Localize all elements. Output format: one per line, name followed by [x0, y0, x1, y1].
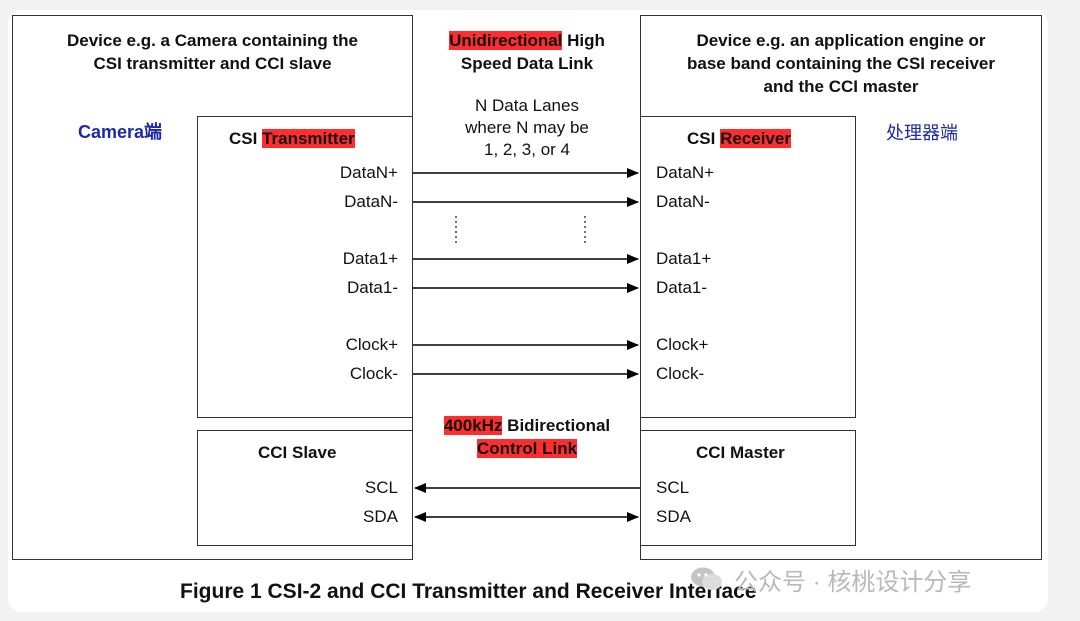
csi-transmitter-title: CSI Transmitter — [229, 129, 355, 148]
cci-master-title: CCI Master — [696, 443, 785, 462]
tx-signal-data1-minus: Data1- — [346, 278, 398, 297]
left-device-title: Device e.g. a Camera containing the CSI … — [67, 31, 358, 73]
cci-master-box — [640, 430, 856, 546]
cci-slave-title: CCI Slave — [258, 443, 337, 462]
tx-signal-clock-minus: Clock- — [349, 364, 398, 383]
high-speed-link-label: Unidirectional High Speed Data Link — [449, 31, 605, 73]
wechat-icon — [690, 566, 724, 592]
tx-signal-datan-minus: DataN- — [344, 192, 398, 211]
master-signal-sda: SDA — [656, 507, 691, 526]
rx-signal-clock-minus: Clock- — [656, 364, 705, 383]
control-link-label: 400kHz Bidirectional Control Link — [443, 416, 611, 458]
rx-signal-data1-minus: Data1- — [656, 278, 708, 297]
figure-caption: Figure 1 CSI-2 and CCI Transmitter and R… — [180, 580, 757, 603]
rx-signal-datan-plus: DataN+ — [656, 163, 715, 182]
rx-signal-datan-minus: DataN- — [656, 192, 710, 211]
rx-signal-clock-plus: Clock+ — [656, 335, 709, 354]
slave-signal-scl: SCL — [364, 478, 398, 497]
watermark-text: 公众号 · 核桃设计分享 — [734, 569, 972, 596]
cci-slave-box — [197, 430, 413, 546]
csi-receiver-box — [640, 116, 856, 418]
processor-side-label: 处理器端 — [886, 123, 958, 144]
lanes-note: N Data Lanes where N may be 1, 2, 3, or … — [465, 96, 589, 159]
right-device-title: Device e.g. an application engine or bas… — [687, 31, 995, 96]
tx-signal-datan-plus: DataN+ — [339, 163, 398, 182]
slave-signal-sda: SDA — [363, 507, 398, 526]
tx-signal-clock-plus: Clock+ — [345, 335, 398, 354]
csi-transmitter-box — [197, 116, 413, 418]
tx-signal-data1-plus: Data1+ — [342, 249, 398, 268]
master-signal-scl: SCL — [656, 478, 690, 497]
csi-receiver-title: CSI Receiver — [687, 129, 791, 148]
rx-signal-data1-plus: Data1+ — [656, 249, 712, 268]
camera-side-label: Camera端 — [78, 122, 163, 142]
